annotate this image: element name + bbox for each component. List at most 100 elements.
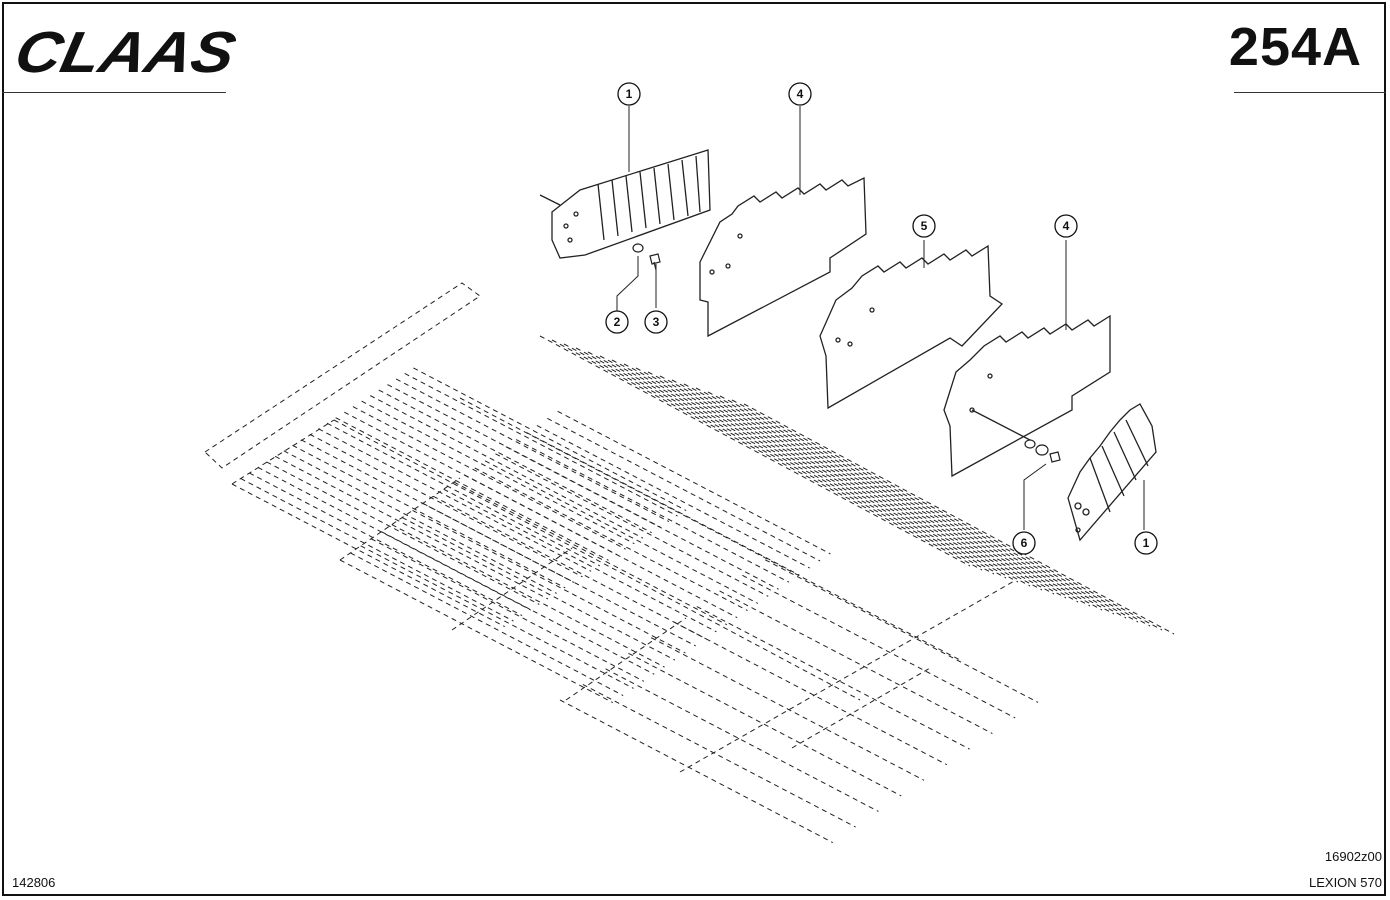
sieve-slat [505, 446, 779, 590]
sieve-rail [333, 419, 861, 701]
sieve-slat [719, 395, 1151, 627]
svg-text:4: 4 [797, 87, 804, 101]
sieve-slat [249, 472, 523, 616]
sieve-slat [659, 375, 1091, 607]
sieve-slat [369, 395, 644, 539]
sieve-slat [605, 668, 879, 812]
sieve-slat [360, 545, 634, 689]
sieve-slat [635, 367, 1067, 599]
svg-text:6: 6 [1021, 536, 1028, 550]
sieve-slat [326, 422, 601, 567]
sieve-slat [611, 359, 1043, 591]
sieve-slat [683, 383, 1115, 615]
sieve-slat [696, 606, 970, 750]
callout-1-top: 1 [617, 82, 641, 106]
brand-text: CLAAS [14, 26, 236, 78]
finger-plate-icon [699, 176, 867, 338]
sieve-slat [453, 481, 728, 626]
sieve-slat [719, 590, 993, 734]
sieve-slat [266, 461, 540, 605]
sieve-slat [647, 371, 1079, 603]
leader-lines [616, 106, 1145, 530]
sieve-slat [443, 488, 717, 633]
sieve-slat [283, 450, 557, 594]
sieve-slat [484, 460, 759, 604]
page-number: 254A [1228, 17, 1362, 77]
sieve-slat [743, 403, 1175, 635]
sieve-slat [582, 683, 856, 828]
sieve-slat [361, 400, 635, 545]
sieve-slat [557, 410, 831, 555]
sieve-slat [551, 339, 983, 571]
sieve-slat [575, 347, 1007, 579]
sieve-slat [474, 467, 748, 611]
finger-plate-5-icon [819, 244, 1004, 410]
comb-plate-icon [539, 149, 711, 259]
sieve-slat [339, 559, 614, 704]
svg-text:1: 1 [626, 87, 633, 101]
sieve-slat [599, 355, 1031, 587]
sieve-slat [413, 367, 687, 511]
svg-text:5: 5 [921, 219, 928, 233]
sieve-slat [495, 453, 769, 597]
callout-5: 5 [912, 214, 936, 238]
sieve-slat [536, 425, 810, 569]
callout-group: 1 2 3 4 5 4 6 1 [605, 82, 1158, 555]
svg-text:4: 4 [1063, 219, 1070, 233]
sieve-slat [231, 483, 506, 628]
sieve-slat [391, 524, 665, 668]
finger-comb-icon [1067, 403, 1157, 542]
sieve-slat [381, 531, 655, 675]
drawing-id: 16902z00 [1324, 849, 1382, 864]
sieve-slat [563, 343, 995, 575]
sieve-rail [231, 419, 335, 485]
svg-text:2: 2 [614, 315, 621, 329]
sieve-slat [240, 478, 514, 622]
sieve-slat [292, 444, 566, 589]
brand-rule [2, 92, 226, 93]
sieve-slat [395, 378, 670, 523]
callout-1-bottom: 1 [1134, 531, 1158, 555]
sieve-rail [459, 397, 961, 661]
sieve-slat [378, 389, 652, 534]
svg-text:1: 1 [1143, 536, 1150, 550]
brand-logo: CLAAS [14, 26, 236, 78]
sieve-slat [309, 433, 583, 578]
model-name: LEXION 570 [1309, 875, 1382, 890]
callout-6: 6 [1012, 531, 1036, 555]
sieve-rail [791, 667, 931, 749]
sieve-slat [671, 379, 1103, 611]
finger-plate-4b-icon [943, 314, 1111, 478]
sieve-grid-icon [231, 335, 1175, 844]
sieve-slat [547, 417, 821, 562]
sieve-slat [515, 439, 790, 583]
sieve-rail [565, 617, 687, 701]
sieve-slat [559, 699, 834, 844]
callout-2: 2 [605, 310, 629, 334]
sieve-slat [335, 417, 609, 561]
sieve-slat [695, 387, 1127, 619]
sieve-slat [422, 502, 696, 647]
washer-bolt-icon [632, 243, 1061, 463]
sieve-slat [587, 351, 1019, 583]
sieve-slat [650, 637, 925, 781]
sieve-rail [679, 579, 1017, 773]
sieve-slat [707, 391, 1139, 623]
sieve-slat [274, 455, 549, 600]
sieve-slat [623, 363, 1055, 595]
page-number-rule [1234, 92, 1386, 93]
rail-dashed [204, 282, 481, 469]
callout-4-top: 4 [788, 82, 812, 106]
sieve-slat [370, 538, 645, 682]
sieve-rail [451, 547, 573, 631]
sieve-slat [318, 428, 592, 572]
sieve-slat [433, 495, 707, 640]
sieve-slat [742, 574, 1016, 719]
callout-4-lower: 4 [1054, 214, 1078, 238]
sieve-slat [352, 406, 626, 550]
callout-3: 3 [644, 310, 668, 334]
sieve-slat [539, 335, 971, 567]
document-id: 142806 [12, 875, 56, 890]
sieve-slat [464, 474, 738, 619]
